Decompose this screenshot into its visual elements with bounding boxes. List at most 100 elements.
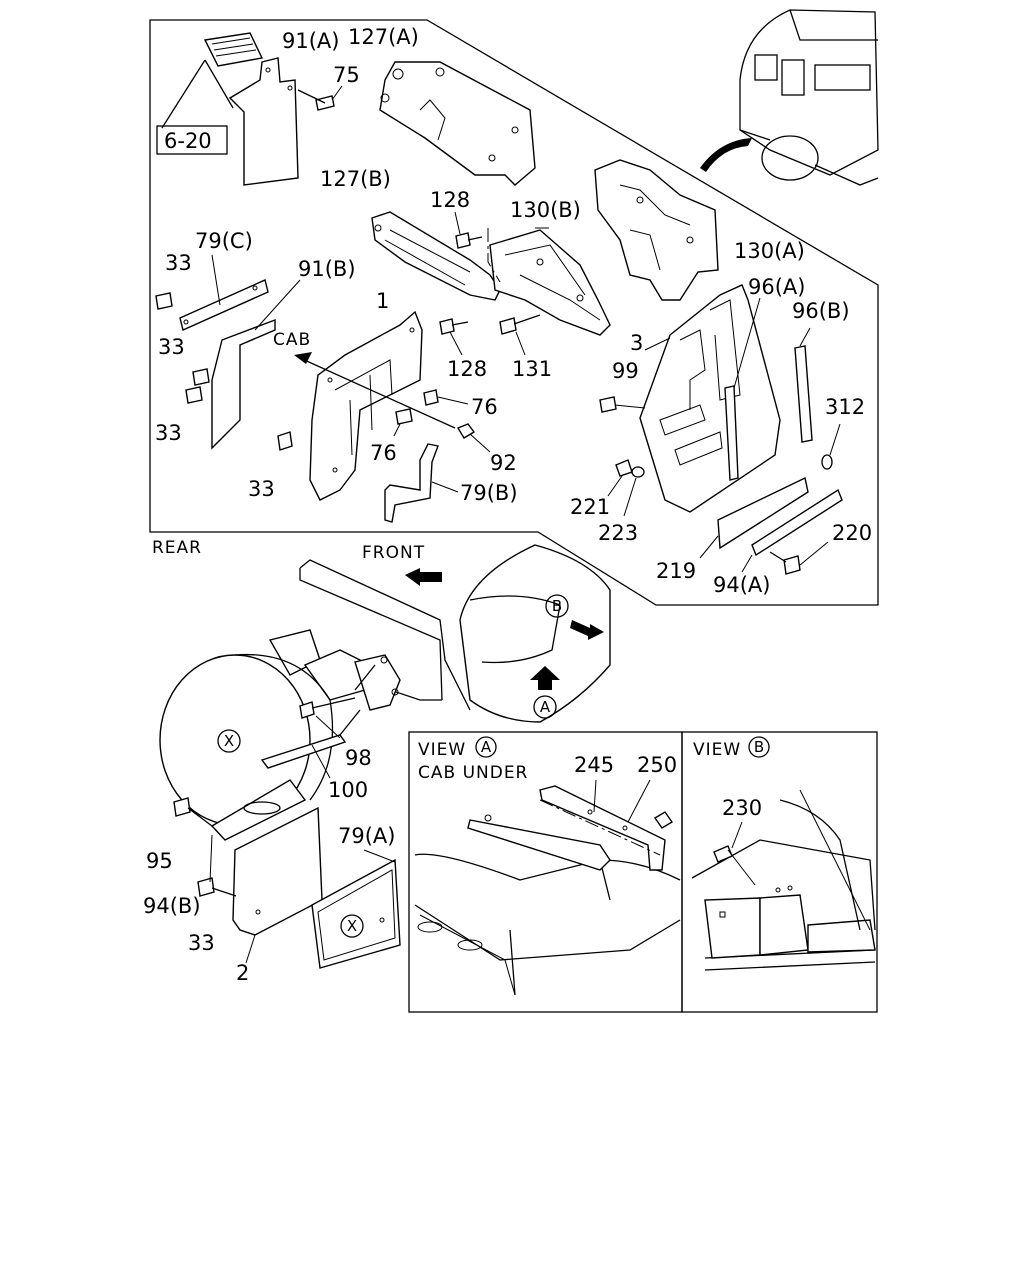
label-312: 312 (825, 395, 865, 419)
label-127a: 127(A) (348, 25, 419, 49)
label-33-e: 33 (188, 931, 215, 955)
panel-3 (639, 284, 781, 513)
front-arrow (405, 568, 442, 586)
label-100: 100 (328, 778, 368, 802)
bolts-95-33 (173, 797, 237, 897)
circle-x-wheel: X (217, 729, 241, 753)
view-b-box (681, 731, 878, 1013)
cab-arrow (294, 352, 456, 429)
label-75: 75 (333, 63, 360, 87)
bolt-99 (599, 396, 646, 413)
label-230: 230 (722, 796, 762, 820)
view-a-subtitle: CAB UNDER (418, 763, 528, 783)
mud-flap-thumbnail (161, 32, 299, 186)
label-front: FRONT (362, 543, 425, 563)
bracket-130a (594, 159, 719, 301)
bracket-79c (179, 254, 269, 331)
bolt-131 (499, 314, 541, 356)
svg-text:B: B (552, 597, 562, 615)
label-79a: 79(A) (338, 824, 395, 848)
label-33-d: 33 (248, 477, 275, 501)
spare-wheel-bracket (260, 664, 376, 779)
bracket-130b (487, 227, 611, 336)
label-220: 220 (832, 521, 872, 545)
bolt-76-a (423, 389, 469, 406)
circle-x-bracket: X (340, 914, 364, 938)
label-cab: CAB (273, 330, 311, 350)
bracket-79a (311, 858, 401, 969)
label-128-upper: 128 (430, 188, 470, 212)
label-79b: 79(B) (460, 481, 518, 505)
ref-box-6-20 (156, 125, 228, 155)
bolt-76-b (393, 408, 413, 437)
label-98: 98 (345, 746, 372, 770)
cab-sketch (459, 544, 611, 723)
label-33-b: 33 (158, 335, 185, 359)
bolts-33-left (155, 292, 293, 451)
circle-b-cab: B (545, 594, 569, 618)
bolt-128-lower (439, 318, 469, 356)
nut-92 (456, 423, 491, 453)
circle-b-view: B (748, 736, 770, 758)
circle-a-view: A (475, 736, 497, 758)
label-221: 221 (570, 495, 610, 519)
label-33-a: 33 (165, 251, 192, 275)
label-3: 3 (630, 331, 643, 355)
label-91a: 91(A) (282, 29, 339, 53)
nut-221 (607, 459, 633, 497)
bolt-220 (769, 541, 829, 575)
label-6-20: 6-20 (164, 129, 212, 153)
view-a-title: VIEW (418, 740, 466, 760)
label-rear: REAR (152, 538, 202, 558)
label-2: 2 (236, 961, 249, 985)
bracket-79b (384, 443, 459, 523)
svg-text:A: A (540, 698, 551, 716)
label-223: 223 (598, 521, 638, 545)
label-91b: 91(B) (298, 257, 356, 281)
label-219: 219 (656, 559, 696, 583)
label-131: 131 (512, 357, 552, 381)
svg-text:A: A (481, 738, 492, 756)
label-127b: 127(B) (320, 167, 391, 191)
strap-96b (794, 327, 813, 443)
label-92: 92 (490, 451, 517, 475)
bolt-75 (297, 85, 343, 111)
svg-text:B: B (754, 738, 764, 756)
label-76-a: 76 (471, 395, 498, 419)
strip-219 (699, 476, 809, 559)
label-96a: 96(A) (748, 275, 805, 299)
label-94a: 94(A) (713, 573, 770, 597)
label-79c: 79(C) (195, 229, 253, 253)
label-95: 95 (146, 849, 173, 873)
label-99: 99 (612, 359, 639, 383)
bracket-1 (309, 310, 423, 501)
exploded-view-frame (149, 19, 879, 606)
label-128-lower: 128 (447, 357, 487, 381)
strap-96a (724, 297, 761, 481)
label-76-b: 76 (370, 441, 397, 465)
bracket-91b (211, 279, 301, 450)
plug-312 (821, 423, 841, 470)
bolt-128-upper (454, 211, 483, 249)
chassis-frame (268, 559, 471, 711)
svg-text:X: X (224, 732, 234, 750)
label-1: 1 (376, 289, 389, 313)
bracket-127a (379, 61, 536, 186)
mudguard-2 (210, 779, 323, 936)
svg-text:X: X (347, 917, 357, 935)
label-130b: 130(B) (510, 198, 581, 222)
bracket-127b (371, 211, 501, 301)
view-a-drawing (414, 779, 681, 996)
view-b-title: VIEW (693, 740, 741, 760)
label-245: 245 (574, 753, 614, 777)
label-250: 250 (637, 753, 677, 777)
label-94b: 94(B) (143, 894, 201, 918)
label-96b: 96(B) (792, 299, 850, 323)
truck-thumbnail (700, 9, 879, 186)
washer-223 (623, 466, 645, 517)
circle-a-cab: A (533, 695, 557, 719)
label-130a: 130(A) (734, 239, 805, 263)
view-b-drawing (691, 789, 876, 971)
label-33-c: 33 (155, 421, 182, 445)
